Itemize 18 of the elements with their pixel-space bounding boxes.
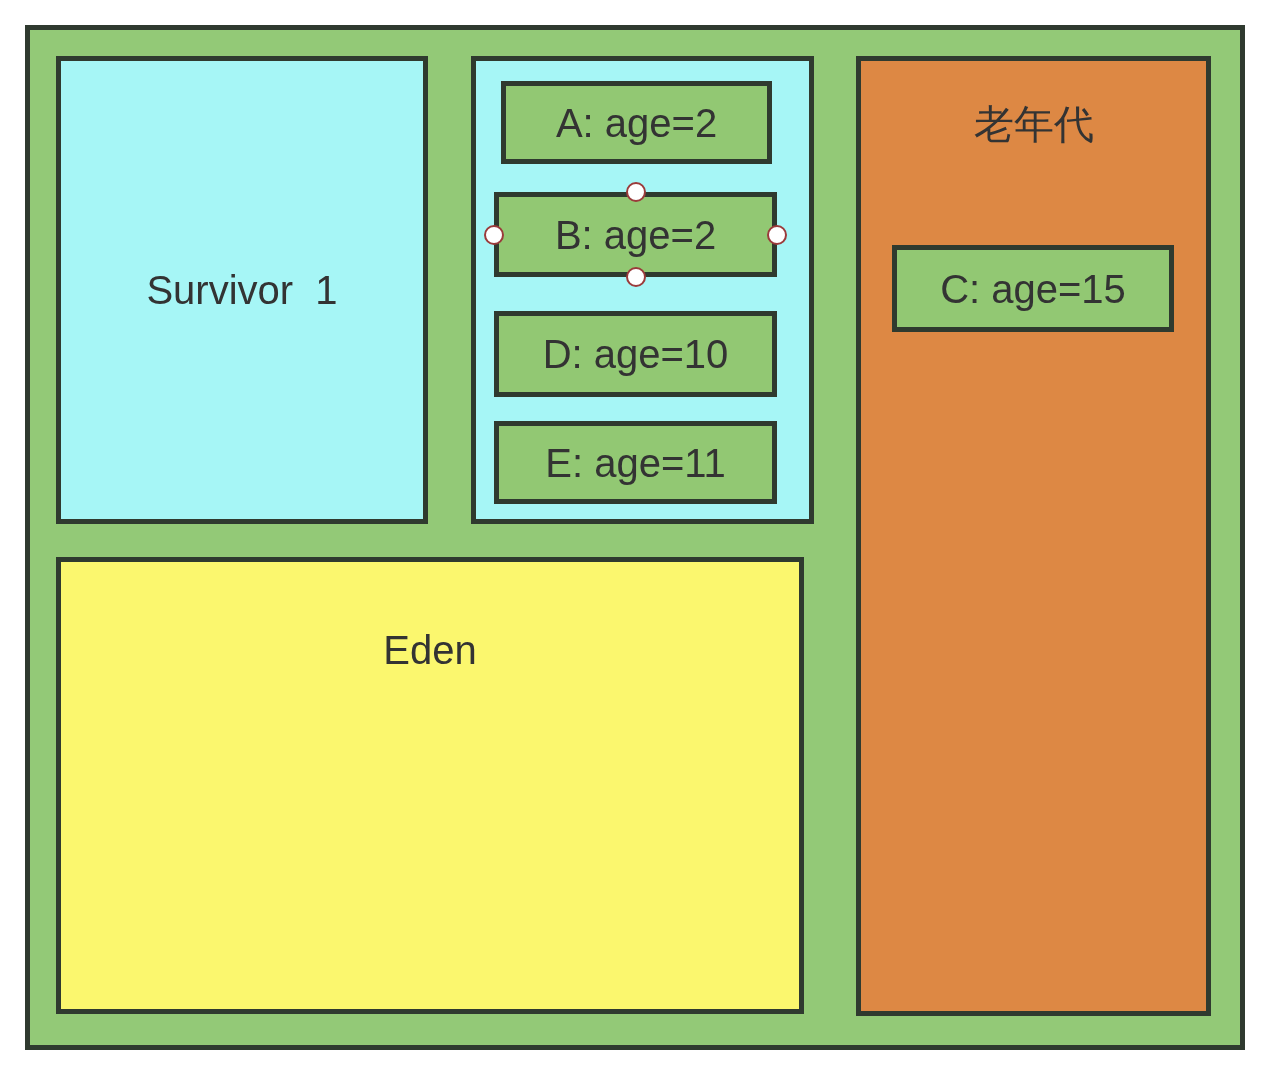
region-label: Eden (382, 627, 478, 673)
object-box (892, 245, 1174, 332)
object-label: D: age=10 (541, 331, 730, 377)
memory-region (56, 557, 804, 1014)
object-box (494, 192, 777, 277)
object-label: B: age=2 (553, 211, 718, 258)
object-label: C: age=15 (939, 265, 1127, 312)
memory-region (471, 56, 814, 524)
region-label: Survivor 1 (145, 267, 339, 313)
object-box (494, 311, 777, 397)
object-box (494, 421, 777, 504)
memory-region (56, 56, 428, 524)
object-label: A: age=2 (554, 99, 719, 146)
memory-region (856, 56, 1211, 1016)
object-box (501, 81, 772, 164)
region-label: 老年代 (972, 101, 1095, 147)
memory-area (25, 25, 1245, 1050)
object-label: E: age=11 (544, 439, 727, 486)
